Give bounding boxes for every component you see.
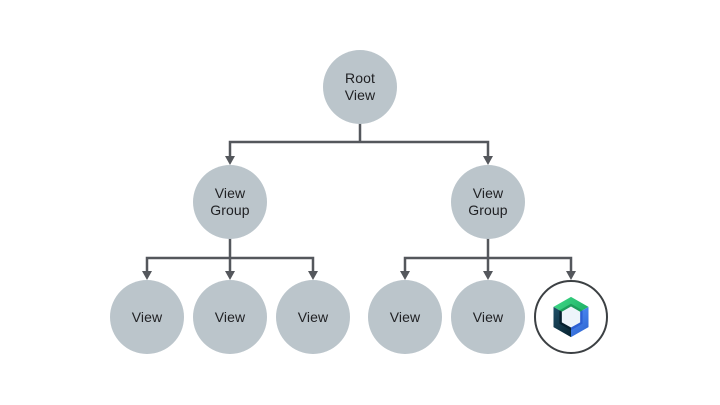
arrowhead-icon bbox=[225, 156, 235, 165]
node-label: View bbox=[131, 308, 163, 325]
arrowhead-icon bbox=[483, 271, 493, 280]
node-label: View bbox=[297, 308, 329, 325]
node-view-4: View bbox=[368, 280, 442, 354]
node-label: Root View bbox=[344, 70, 376, 103]
arrowhead-icon bbox=[225, 271, 235, 280]
node-jetpack-compose bbox=[534, 280, 608, 354]
node-view-5: View bbox=[451, 280, 525, 354]
arrowhead-icon bbox=[483, 156, 493, 165]
node-view-2: View bbox=[193, 280, 267, 354]
node-view-3: View bbox=[276, 280, 350, 354]
node-view-1: View bbox=[110, 280, 184, 354]
node-label: View bbox=[214, 308, 246, 325]
jetpack-compose-icon bbox=[553, 296, 589, 338]
node-label: View Group bbox=[210, 185, 250, 218]
arrowhead-icon bbox=[400, 271, 410, 280]
arrowhead-icon bbox=[308, 271, 318, 280]
node-label: View Group bbox=[468, 185, 508, 218]
node-view-group-left: View Group bbox=[193, 165, 267, 239]
node-label: View bbox=[389, 308, 421, 325]
node-root-view: Root View bbox=[323, 50, 397, 124]
node-label: View bbox=[472, 308, 504, 325]
connector-level1-rail bbox=[228, 140, 490, 157]
arrowhead-icon bbox=[566, 271, 576, 280]
node-view-group-right: View Group bbox=[451, 165, 525, 239]
arrowhead-icon bbox=[142, 271, 152, 280]
